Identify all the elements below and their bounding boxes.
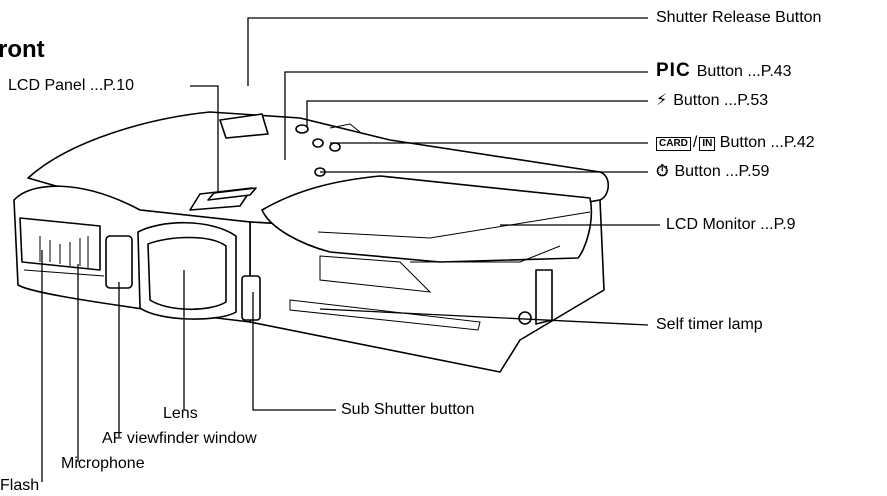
label-shutter-release: Shutter Release Button xyxy=(656,9,822,26)
card-icon: CARD xyxy=(656,137,691,151)
label-lcd-monitor: LCD Monitor ...P.9 xyxy=(666,216,796,233)
label-pic-button-text: Button ...P.43 xyxy=(696,63,792,80)
label-self-timer-lamp: Self timer lamp xyxy=(656,316,763,333)
label-pic-button: PIC Button ...P.43 xyxy=(656,60,792,81)
leader-shutter-release xyxy=(247,17,648,86)
label-timer-button: ⏱ Button ...P.59 xyxy=(656,163,769,181)
leader-self-timer xyxy=(319,308,649,326)
leader-flash-button xyxy=(306,100,648,128)
label-sub-shutter: Sub Shutter button xyxy=(341,401,475,418)
label-lens: Lens xyxy=(163,405,198,422)
flash-bolt-icon: ⚡ xyxy=(656,92,668,109)
page-title: ront xyxy=(0,36,45,63)
label-flash: Flash xyxy=(0,477,40,494)
label-af-viewfinder: AF viewfinder window xyxy=(102,430,257,447)
camera-illustration xyxy=(13,111,610,373)
label-lcd-panel: LCD Panel ...P.10 xyxy=(8,77,135,94)
pic-icon: PIC xyxy=(656,60,691,81)
label-flash-button: ⚡ Button ...P.53 xyxy=(656,92,768,110)
leader-pic xyxy=(284,71,648,160)
label-card-in-button-text: Button ...P.42 xyxy=(719,134,815,151)
self-timer-icon: ⏱ xyxy=(656,163,669,180)
label-flash-button-text: Button ...P.53 xyxy=(673,92,769,109)
label-card-in-button: CARD/IN Button ...P.42 xyxy=(656,134,815,152)
label-timer-button-text: Button ...P.59 xyxy=(674,163,770,180)
leader-lcd-panel xyxy=(190,85,219,192)
in-icon: IN xyxy=(699,137,716,151)
label-microphone: Microphone xyxy=(61,455,145,472)
leader-sub-shutter xyxy=(252,292,336,411)
leader-lines xyxy=(41,17,660,482)
